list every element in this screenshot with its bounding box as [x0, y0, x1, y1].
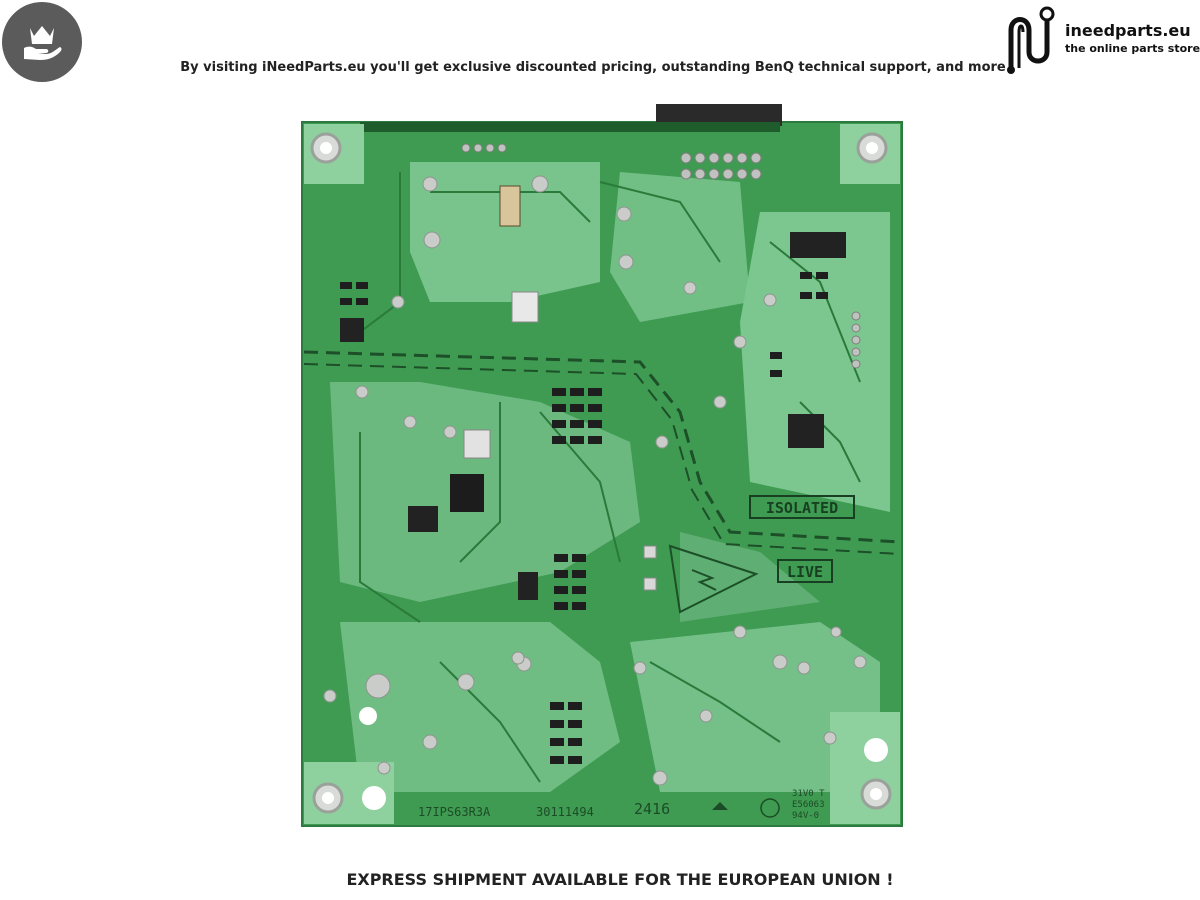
- ineedparts-logo[interactable]: ineedparts.eu the online parts store: [1003, 2, 1200, 76]
- crown-on-hand-icon: [24, 26, 62, 60]
- logo-subtitle: the online parts store: [1065, 42, 1200, 55]
- logo-name: ineedparts.eu: [1065, 21, 1191, 40]
- pcb-illustration: ISOLATED LIVE 17IPS63R3A 30111494 2416 3…: [301, 104, 903, 827]
- logo-mark-icon: [1007, 6, 1055, 74]
- promo-tagline: By visiting iNeedParts.eu you'll get exc…: [180, 60, 1006, 75]
- serial-number: 30111494: [536, 805, 594, 819]
- cert-line-2: E56063: [792, 800, 825, 810]
- cert-line-1: 31V0 T: [792, 789, 825, 799]
- date-code: 2416: [634, 800, 670, 818]
- crown-hand-badge: [2, 2, 82, 82]
- cert-line-3: 94V-0: [792, 811, 819, 821]
- pcb-image: ISOLATED LIVE 17IPS63R3A 30111494 2416 3…: [300, 102, 906, 830]
- shipping-banner: EXPRESS SHIPMENT AVAILABLE FOR THE EUROP…: [346, 870, 894, 889]
- live-label: LIVE: [787, 563, 823, 581]
- isolated-label: ISOLATED: [766, 499, 838, 517]
- part-number: 17IPS63R3A: [418, 805, 491, 819]
- ul-mark-icon: [712, 802, 728, 810]
- epc-mark-icon: [760, 798, 780, 818]
